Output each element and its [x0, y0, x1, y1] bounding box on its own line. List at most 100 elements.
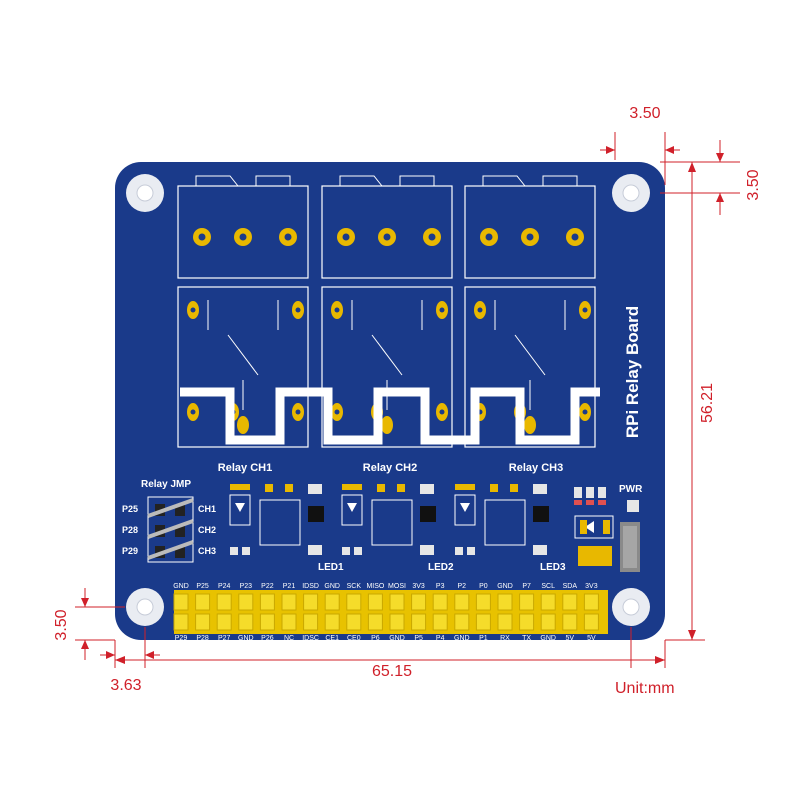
gpio-label-top: SCK — [347, 583, 362, 590]
dim-height: 56.21 — [699, 383, 716, 423]
driver-ch2 — [341, 484, 436, 555]
header-pin — [195, 613, 211, 631]
driver-pad — [308, 484, 322, 494]
jumper-pin-shaft — [147, 498, 194, 518]
relay-ch3 — [464, 175, 596, 448]
gpio-label-top: SDA — [563, 583, 578, 590]
header-pin — [259, 593, 275, 611]
terminal-mark — [339, 175, 383, 187]
jumper-pin-p25: P25 — [122, 504, 138, 514]
gpio-label-bottom: P5 — [414, 635, 423, 642]
relay-hole — [190, 409, 196, 415]
driver-pad — [420, 545, 434, 555]
header-pin — [281, 613, 297, 631]
driver-pad — [533, 484, 547, 494]
gpio-label-bottom: P4 — [436, 635, 445, 642]
header-pin — [346, 613, 362, 631]
relay-hole — [295, 307, 301, 313]
jumper-ch1: CH1 — [198, 504, 216, 514]
header-pin — [497, 613, 513, 631]
relay-outline — [464, 286, 596, 448]
relay-pad — [381, 416, 393, 434]
gpio-label-top: 3V3 — [412, 583, 425, 590]
gpio-label-bottom: P1 — [479, 635, 488, 642]
header-pin — [303, 613, 319, 631]
relay-ch1 — [177, 175, 309, 448]
header-pin — [303, 593, 319, 611]
relay-pad — [524, 416, 536, 434]
led2-label: LED2 — [428, 562, 454, 573]
gpio-label-top: P25 — [196, 583, 209, 590]
diode-outline — [341, 494, 363, 526]
driver-pad — [377, 484, 385, 492]
terminal-mark — [195, 175, 239, 187]
terminal-hole — [284, 233, 292, 241]
jumper-pin-p29: P29 — [122, 546, 138, 556]
gpio-label-bottom: P26 — [261, 635, 274, 642]
terminal-block — [464, 185, 596, 279]
header-pin — [238, 613, 254, 631]
header-pin — [238, 593, 254, 611]
terminal-hole — [485, 233, 493, 241]
relay-label-ch2: Relay CH2 — [363, 462, 417, 474]
dim-width: 65.15 — [372, 663, 412, 680]
header-pin — [519, 613, 535, 631]
gpio-label-bottom: P27 — [218, 635, 231, 642]
relay-hole — [582, 409, 588, 415]
header-pin — [540, 593, 556, 611]
gpio-label-bottom: GND — [454, 635, 470, 642]
driver-pad — [455, 547, 463, 555]
terminal-hole — [571, 233, 579, 241]
driver-pad — [285, 484, 293, 492]
mounting-hole-bottom-right — [612, 588, 650, 626]
driver-pad — [308, 545, 322, 555]
board-title: RPi Relay Board — [623, 306, 642, 438]
terminal-mark — [482, 175, 526, 187]
gpio-label-bottom: GND — [540, 635, 556, 642]
header-pin — [411, 613, 427, 631]
driver-pad — [230, 484, 250, 490]
isolation-slot — [180, 387, 600, 445]
dim-bottom-hole-offset: 3.50 — [53, 609, 70, 640]
jumper-outline — [147, 496, 194, 563]
header-pin — [454, 613, 470, 631]
driver-pad — [455, 484, 475, 490]
jumper-pin-header — [147, 498, 194, 560]
header-pin — [540, 613, 556, 631]
relay-hole — [582, 307, 588, 313]
diode-outline — [229, 494, 251, 526]
gpio-label-top: P21 — [283, 583, 296, 590]
terminal-hole — [383, 233, 391, 241]
header-pin — [173, 613, 189, 631]
driver-pad — [397, 484, 405, 492]
gpio-label-top: SCL — [541, 583, 555, 590]
terminal-mark — [542, 175, 578, 186]
power-components — [574, 487, 640, 572]
gpio-label-top: P23 — [240, 583, 253, 590]
header-pin — [259, 613, 275, 631]
relay-hole — [334, 307, 340, 313]
jumper-pin — [175, 525, 185, 537]
relay-label-ch1: Relay CH1 — [218, 462, 272, 474]
mounting-hole-bottom-left — [126, 588, 164, 626]
pwr-label: PWR — [619, 484, 643, 495]
driver-ch3 — [454, 484, 549, 555]
gpio-label-bottom: CE0 — [347, 635, 361, 642]
header-pin — [367, 613, 383, 631]
header-pin — [411, 593, 427, 611]
optocoupler-outline — [259, 499, 301, 546]
header-pin — [497, 593, 513, 611]
driver-pad — [490, 484, 498, 492]
gpio-label-top: P3 — [436, 583, 445, 590]
relay-outline — [321, 286, 453, 448]
header-pin — [324, 593, 340, 611]
optocoupler-outline — [484, 499, 526, 546]
transistor — [308, 506, 324, 522]
driver-pad — [342, 547, 350, 555]
terminal-hole — [342, 233, 350, 241]
terminal-block — [321, 185, 453, 279]
switch-symbol — [514, 334, 546, 376]
terminal-mark — [255, 175, 291, 186]
jumper-pin-shaft — [147, 519, 194, 539]
